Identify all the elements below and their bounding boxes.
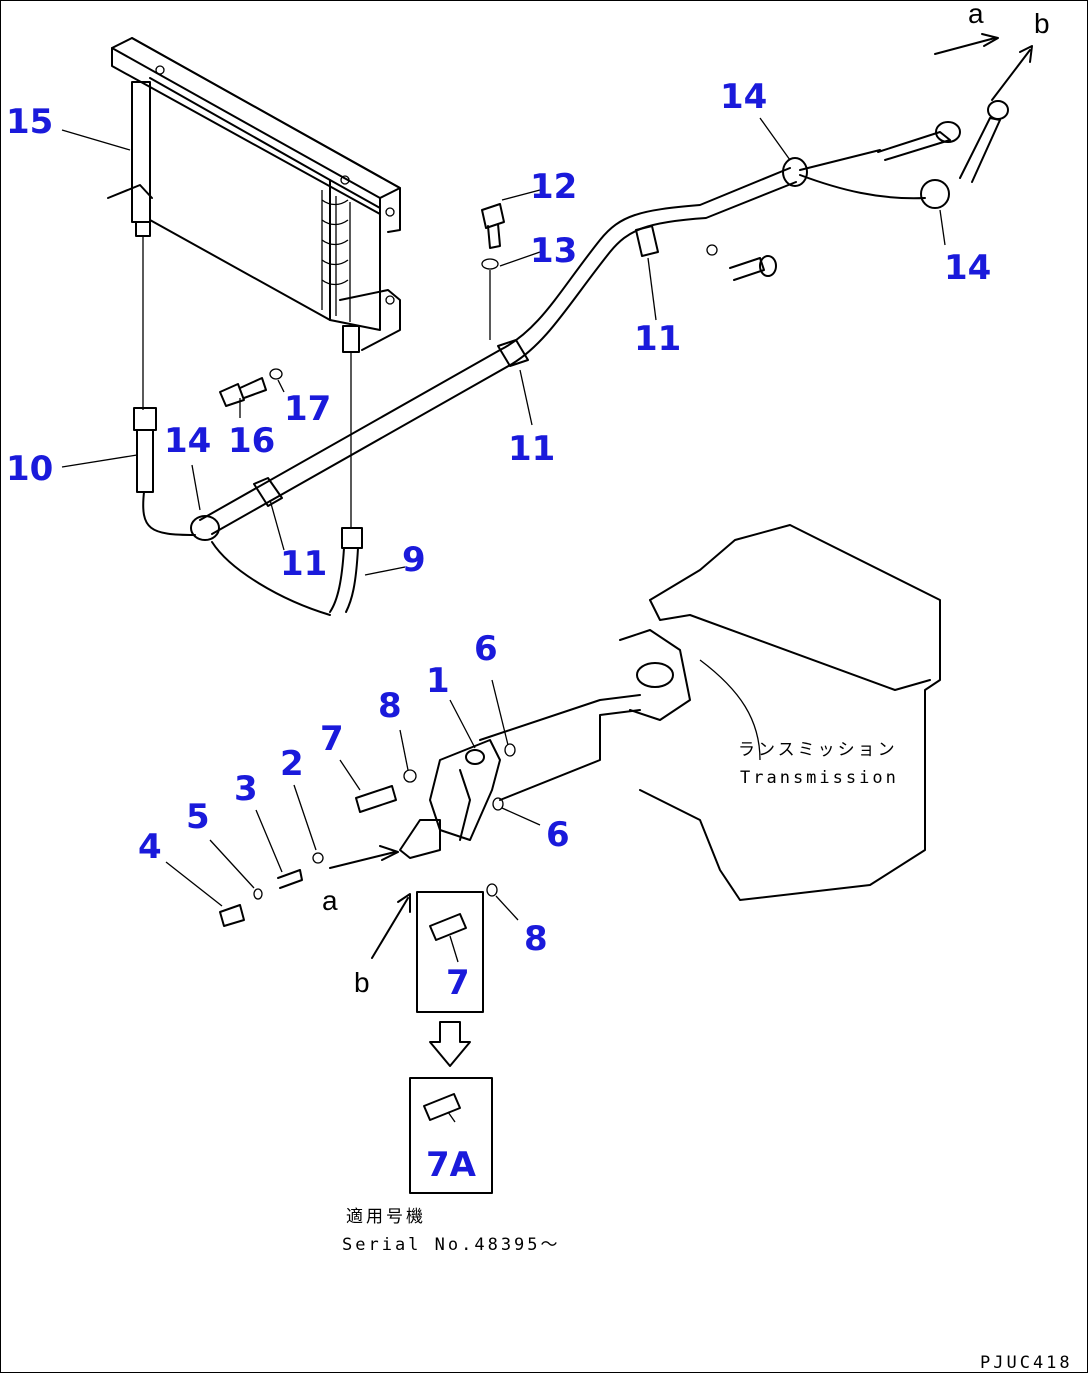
clamp-11 (253, 225, 659, 507)
flow-arrows (329, 33, 1033, 959)
callout-7a: 7A (426, 1145, 477, 1185)
marker-a-top: a (968, 0, 984, 29)
callout-11-left: 11 (280, 544, 327, 584)
leader-lines (61, 117, 946, 1123)
serial-change-boxes (409, 891, 493, 1194)
callout-7-boxed: 7 (446, 963, 470, 1003)
oil-cooler (107, 37, 401, 353)
hose-10 (133, 407, 196, 536)
callout-14-right: 14 (944, 248, 991, 288)
drawing-code: PJUC418 (980, 1353, 1073, 1373)
callout-11-mid: 11 (508, 429, 555, 469)
transmission-housing (479, 524, 941, 901)
letter-markers: a b a b (322, 0, 1050, 998)
callout-16: 16 (228, 421, 275, 461)
callout-10: 10 (6, 449, 53, 489)
callout-1: 1 (426, 661, 450, 701)
callout-4: 4 (138, 827, 162, 867)
valve-assembly (219, 739, 516, 927)
callout-17: 17 (284, 389, 331, 429)
transmission-label-en: Transmission (740, 768, 899, 788)
callout-6-bottom: 6 (546, 815, 570, 855)
callout-15: 15 (6, 102, 53, 142)
callout-8-top: 8 (378, 686, 402, 726)
callout-9: 9 (402, 540, 426, 580)
transmission-label-jp: ランスミッション (738, 740, 898, 760)
callout-11-right: 11 (634, 319, 681, 359)
callout-14-left: 14 (164, 421, 211, 461)
callout-2: 2 (280, 744, 304, 784)
hose-9 (211, 527, 363, 616)
callout-5: 5 (186, 797, 210, 837)
callout-12: 12 (530, 167, 577, 207)
callout-3: 3 (234, 769, 258, 809)
callout-8-bottom: 8 (524, 919, 548, 959)
callout-13: 13 (530, 231, 577, 271)
part-callouts: 15 10 14 16 17 12 13 11 11 11 14 14 9 1 … (6, 77, 991, 1185)
marker-a-low: a (322, 885, 338, 916)
callout-7: 7 (320, 719, 344, 759)
serial-label-jp: 適用号機 (346, 1207, 426, 1227)
callout-14-top: 14 (720, 77, 767, 117)
oil-tube (190, 100, 1009, 541)
marker-b-low: b (354, 967, 370, 998)
marker-b-top: b (1034, 8, 1050, 39)
bolts (219, 203, 777, 407)
serial-label-en: Serial No.48395～ (342, 1235, 561, 1255)
callout-6-top: 6 (474, 629, 498, 669)
